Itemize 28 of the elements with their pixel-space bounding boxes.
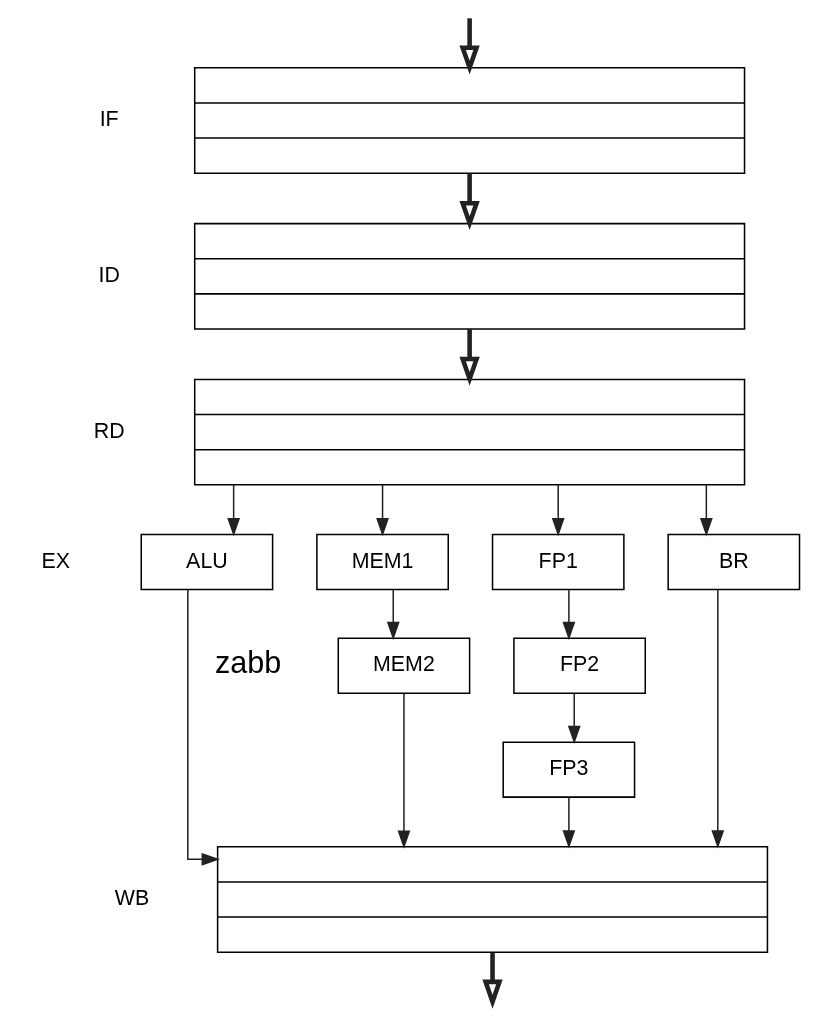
node-box: ALU [140,533,274,591]
label: zabb [215,645,282,680]
node-label: IF [99,107,119,132]
arrow [376,484,389,537]
node-box: FP1 [491,533,625,591]
node-box: MEM2 [337,637,471,695]
node-label: RD [93,418,125,443]
arrow [562,796,576,849]
arrow [482,952,503,1009]
node-label: EX [41,548,70,573]
arrow [567,692,581,745]
arrow [459,173,480,231]
arrow [551,484,565,537]
node-box: MEM1 [316,533,449,591]
node-label: ID [98,262,120,287]
arrow [699,484,713,537]
node-box: FP3 [502,741,636,798]
arrow [459,18,480,75]
node-label: WB [114,886,150,911]
arrow [459,329,480,386]
node-box: FP2 [513,637,647,695]
arrow [562,589,576,641]
arrow [227,484,241,537]
arrow [386,589,400,641]
arrow [397,692,411,849]
arrow [187,589,220,866]
arrow [711,588,725,849]
node-box: BR [667,533,801,591]
